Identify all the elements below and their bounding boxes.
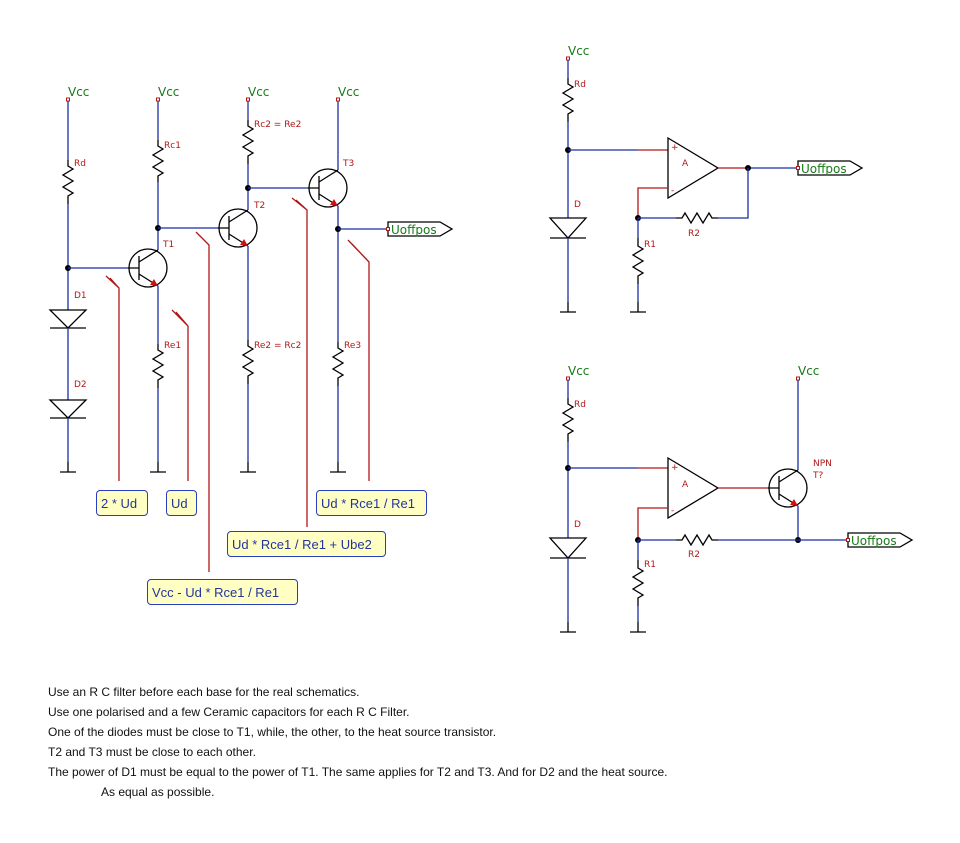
annotation-ud: Ud — [166, 490, 197, 516]
vcc-symbol-2: Vcc — [156, 85, 179, 102]
svg-text:A: A — [682, 159, 689, 169]
svg-text:-: - — [671, 186, 674, 196]
note-line: One of the diodes must be close to T1, w… — [48, 725, 497, 739]
svg-text:Uoffpos: Uoffpos — [801, 162, 847, 176]
svg-text:D: D — [574, 520, 581, 530]
ground-3 — [240, 462, 256, 473]
svg-text:Uoffpos: Uoffpos — [851, 534, 897, 548]
svg-text:Re1: Re1 — [164, 341, 181, 351]
resistor-re3 — [331, 342, 345, 386]
opamp-circuit-top: Vcc Rd D A + - Uoffpos — [548, 44, 864, 313]
resistor-rd-top — [561, 78, 575, 122]
svg-text:T1: T1 — [162, 240, 174, 250]
opamp-circuit-bottom: Vcc Rd D A + - Vcc NPN T? — [548, 364, 914, 633]
svg-text:-: - — [671, 506, 674, 516]
resistor-r1-bottom — [631, 560, 645, 606]
annotation-ud-ratio-ube2: Ud * Rce1 / Re1 + Ube2 — [227, 531, 386, 557]
svg-text:A: A — [682, 480, 689, 490]
resistor-re2 — [241, 340, 255, 384]
design-notes: Use an R C filter before each base for t… — [48, 682, 667, 802]
svg-text:T3: T3 — [342, 159, 354, 169]
svg-text:Vcc: Vcc — [568, 44, 589, 58]
output-port-top: Uoffpos — [796, 160, 864, 176]
ground-top-2 — [630, 302, 646, 313]
svg-text:Rd: Rd — [74, 159, 86, 169]
resistor-rc2 — [241, 120, 255, 164]
note-line: Use an R C filter before each base for t… — [48, 685, 360, 699]
svg-text:D2: D2 — [74, 380, 87, 390]
svg-text:Vcc: Vcc — [338, 85, 359, 99]
vcc-symbol-4: Vcc — [336, 85, 359, 102]
annotation-ud-ratio: Ud * Rce1 / Re1 — [316, 490, 427, 516]
diode-d-top — [548, 217, 588, 239]
resistor-r1-top — [631, 238, 645, 284]
resistor-rd — [61, 160, 75, 204]
svg-text:Re3: Re3 — [344, 341, 361, 351]
svg-text:Vcc: Vcc — [568, 364, 589, 378]
svg-text:Rd: Rd — [574, 80, 586, 90]
left-circuit: Vcc Vcc Vcc Vcc Rd D1 D2 — [48, 85, 454, 572]
svg-text:D: D — [574, 200, 581, 210]
svg-text:+: + — [671, 143, 679, 153]
vcc-symbol-3: Vcc — [246, 85, 269, 102]
diode-d1 — [48, 309, 88, 329]
svg-text:T?: T? — [812, 471, 823, 481]
annotation-two-ud: 2 * Ud — [96, 490, 148, 516]
vcc-symbol-1: Vcc — [66, 85, 89, 102]
annotation-vcc-minus: Vcc - Ud * Rce1 / Re1 — [147, 579, 298, 605]
svg-text:Rc1: Rc1 — [164, 141, 181, 151]
output-port-left: Uoffpos — [386, 221, 454, 237]
svg-text:Re2 = Rc2: Re2 = Rc2 — [254, 341, 301, 351]
svg-text:R2: R2 — [688, 229, 700, 239]
svg-text:Vcc: Vcc — [68, 85, 89, 99]
svg-text:Rd: Rd — [574, 400, 586, 410]
svg-text:R2: R2 — [688, 550, 700, 560]
diode-d-bottom — [548, 537, 588, 559]
opamp-top: A + - — [667, 136, 720, 200]
transistor-t1 — [128, 248, 168, 288]
output-port-bottom: Uoffpos — [846, 532, 914, 548]
resistor-rd-bottom — [561, 398, 575, 442]
ground-1 — [60, 462, 76, 473]
note-line: As equal as possible. — [101, 785, 215, 799]
note-line: T2 and T3 must be close to each other. — [48, 745, 256, 759]
svg-text:Vcc: Vcc — [158, 85, 179, 99]
svg-text:NPN: NPN — [813, 459, 832, 469]
transistor-npn — [768, 468, 808, 508]
svg-text:Rc2 = Re2: Rc2 = Re2 — [254, 120, 301, 130]
ground-4 — [330, 462, 346, 473]
svg-text:D1: D1 — [74, 291, 87, 301]
svg-text:T2: T2 — [253, 201, 265, 211]
diode-d2 — [48, 399, 88, 419]
transistor-t2 — [218, 208, 258, 248]
resistor-rc1 — [151, 140, 165, 182]
resistor-r2-top — [676, 211, 718, 225]
note-line: Use one polarised and a few Ceramic capa… — [48, 705, 410, 719]
opamp-bottom: A + - — [667, 456, 720, 520]
svg-text:+: + — [671, 463, 679, 473]
ground-2 — [150, 462, 166, 473]
svg-text:Vcc: Vcc — [798, 364, 819, 378]
svg-text:R1: R1 — [644, 240, 656, 250]
ground-bottom-2 — [630, 622, 646, 633]
svg-text:Uoffpos: Uoffpos — [391, 223, 437, 237]
ground-top-1 — [560, 302, 576, 313]
annotation-pointers — [105, 197, 370, 572]
ground-bottom-1 — [560, 622, 576, 633]
svg-text:R1: R1 — [644, 560, 656, 570]
resistor-re1 — [151, 344, 165, 388]
svg-text:Vcc: Vcc — [248, 85, 269, 99]
resistor-r2-bottom — [676, 533, 718, 547]
transistor-t3 — [308, 168, 348, 208]
note-line: The power of D1 must be equal to the pow… — [48, 765, 668, 779]
